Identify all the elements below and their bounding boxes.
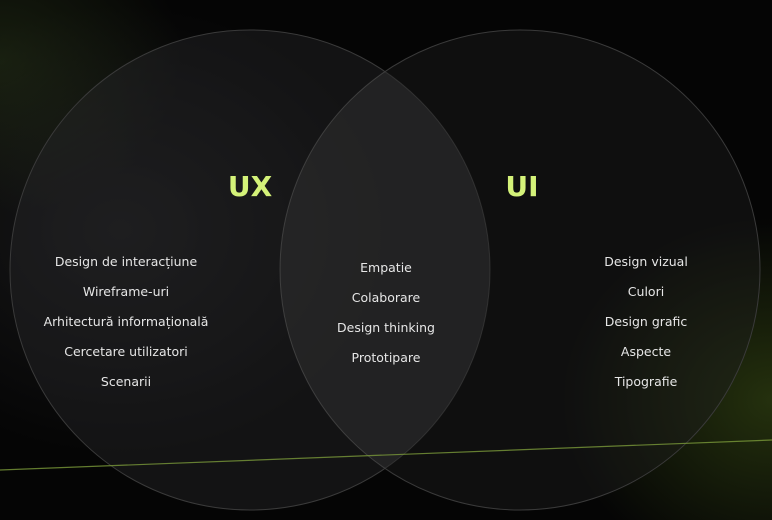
ux-title: UX	[227, 170, 273, 203]
ux-item: Arhitectură informațională	[43, 314, 209, 329]
ui-item: Culori	[627, 284, 665, 299]
shared-items-list: Empatie Colaborare Design thinking Proto…	[306, 261, 466, 381]
ui-circle	[279, 29, 761, 511]
ux-item: Design de interacțiune	[54, 254, 198, 269]
ui-item: Design grafic	[604, 314, 688, 329]
shared-item: Prototipare	[351, 350, 421, 365]
accent-line	[0, 439, 772, 471]
ui-item: Aspecte	[620, 344, 672, 359]
shared-item: Design thinking	[337, 320, 435, 335]
ui-item: Tipografie	[614, 374, 678, 389]
ui-items-list: Design vizual Culori Design grafic Aspec…	[586, 255, 706, 405]
ux-circle	[9, 29, 491, 511]
ux-item: Scenarii	[100, 374, 152, 389]
ux-item: Cercetare utilizatori	[64, 344, 188, 359]
ui-item: Design vizual	[604, 254, 688, 269]
shared-item: Colaborare	[351, 290, 421, 305]
ux-items-list: Design de interacțiune Wireframe-uri Arh…	[36, 255, 216, 405]
intersection-region	[280, 30, 490, 510]
ui-title: UI	[505, 170, 539, 203]
ux-item: Wireframe-uri	[82, 284, 170, 299]
shared-item: Empatie	[360, 260, 412, 275]
